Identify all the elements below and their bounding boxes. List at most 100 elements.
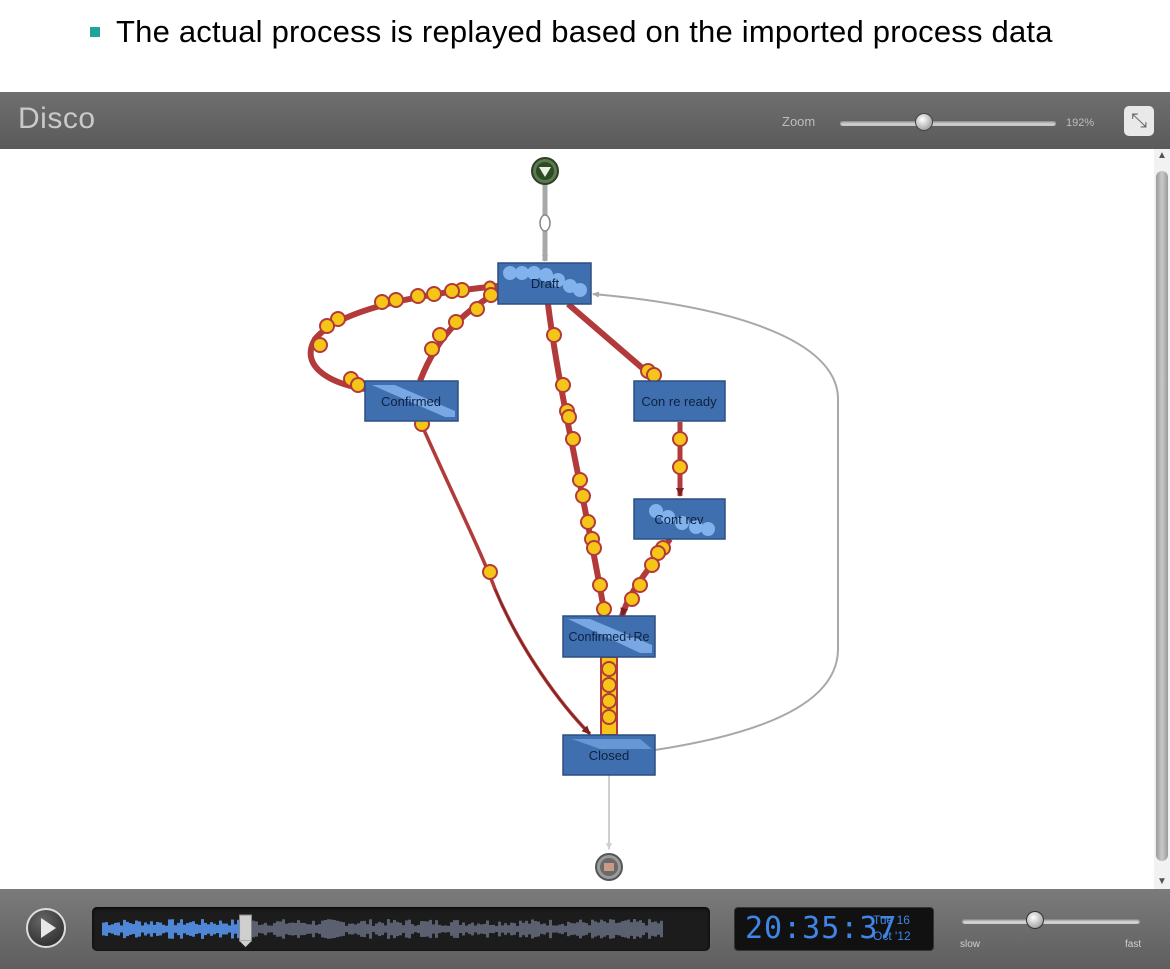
waveform-bar (381, 922, 384, 936)
zoom-value: 192% (1066, 117, 1095, 129)
zoom-slider[interactable] (840, 121, 1056, 126)
waveform-bar (585, 923, 588, 935)
waveform-bar (657, 923, 660, 935)
edge-draft-confirmed-inner (417, 287, 502, 383)
waveform-bar (207, 924, 210, 934)
waveform-bar (210, 922, 213, 936)
waveform-bar (387, 919, 390, 939)
waveform-bar (516, 925, 519, 933)
scroll-up-icon[interactable]: ▲ (1157, 150, 1167, 161)
waveform-bar (450, 922, 453, 936)
waveform-bar (294, 922, 297, 936)
waveform-bar (252, 920, 255, 938)
waveform-bar (177, 922, 180, 936)
caption-text: The actual process is replayed based on … (116, 14, 1053, 49)
waveform-bar (390, 922, 393, 936)
disco-logo: Disco (18, 102, 96, 135)
waveform-bar (288, 922, 291, 936)
waveform-bar (369, 919, 372, 939)
waveform-bar (603, 921, 606, 937)
waveform-bar (126, 921, 129, 937)
clock-month: Oct '12 (873, 929, 911, 943)
waveform-bar (399, 922, 402, 936)
process-map-canvas[interactable]: Draft Confirmed Con re ready Cont rev (0, 149, 1154, 889)
zoom-slider-handle[interactable] (915, 113, 933, 131)
clock-day: Tue 16 (873, 913, 910, 927)
waveform-bar (492, 924, 495, 934)
waveform-bar (417, 924, 420, 934)
waveform-bar (186, 923, 189, 935)
waveform-bar (612, 919, 615, 939)
waveform-bar (606, 922, 609, 936)
waveform-bar (303, 922, 306, 936)
waveform-bar (111, 924, 114, 934)
waveform-bar (642, 922, 645, 936)
waveform-bar (615, 923, 618, 935)
waveform-bar (342, 922, 345, 936)
node-draft[interactable]: Draft (497, 262, 592, 305)
waveform-bar (525, 920, 528, 938)
waveform-bar (306, 924, 309, 934)
vertical-scrollbar[interactable]: ▲ ▼ (1154, 149, 1170, 889)
waveform-bar (459, 924, 462, 934)
waveform-bar (216, 924, 219, 934)
waveform-bar (384, 925, 387, 933)
timeline-playhead[interactable] (239, 914, 253, 947)
edge-closed-draft (592, 291, 839, 751)
waveform-bar (468, 924, 471, 934)
node-con-re-ready[interactable]: Con re ready (633, 380, 726, 422)
node-confirmed-re[interactable]: Confirmed+Re (562, 615, 656, 658)
edge-start-draft (539, 183, 551, 262)
replay-timeline[interactable] (92, 907, 710, 951)
waveform-bar (507, 925, 510, 933)
waveform-bar (171, 919, 174, 939)
waveform-bar (453, 920, 456, 938)
scrollbar-thumb[interactable] (1156, 171, 1168, 861)
waveform-bar (630, 922, 633, 936)
speed-slider[interactable] (962, 919, 1140, 924)
node-closed[interactable]: Closed (562, 734, 656, 776)
play-icon[interactable] (26, 908, 66, 948)
waveform-bar (582, 922, 585, 936)
waveform-bar (510, 922, 513, 936)
waveform-bar (546, 925, 549, 933)
waveform-bar (636, 921, 639, 937)
speed-slider-handle[interactable] (1026, 911, 1044, 929)
waveform-bar (198, 924, 201, 934)
bullet-square-icon (90, 27, 100, 37)
waveform-bar (528, 923, 531, 935)
waveform-bar (273, 923, 276, 935)
waveform-bar (234, 924, 237, 934)
waveform-bar (567, 921, 570, 937)
waveform-bar (366, 924, 369, 934)
collapse-arrows-icon[interactable]: ⤡ (1124, 106, 1154, 136)
waveform-bar (660, 920, 663, 938)
waveform-bar (420, 921, 423, 937)
waveform-bar (324, 919, 327, 939)
waveform-bar (654, 921, 657, 937)
waveform-bar (444, 925, 447, 933)
waveform-bar (576, 922, 579, 936)
node-confirmed[interactable]: Confirmed (364, 380, 459, 422)
waveform-bar (522, 922, 525, 936)
waveform-bar (477, 923, 480, 935)
waveform-bar (351, 923, 354, 935)
scroll-down-icon[interactable]: ▼ (1157, 876, 1167, 887)
waveform-bar (321, 920, 324, 938)
end-square-icon (595, 853, 623, 881)
waveform-bar (237, 919, 240, 939)
waveform-bar (483, 923, 486, 935)
replay-clock: 20:35:37 Tue 16 Oct '12 (734, 907, 934, 951)
waveform-bar (354, 924, 357, 934)
waveform-bar (621, 921, 624, 937)
waveform-bar (651, 922, 654, 936)
node-cont-rev[interactable]: Cont rev (633, 498, 726, 540)
waveform-bar (255, 921, 258, 937)
start-triangle-icon (531, 157, 559, 185)
waveform-bar (141, 925, 144, 933)
waveform-bar (372, 925, 375, 933)
waveform-bar (114, 922, 117, 936)
waveform-bar (159, 922, 162, 936)
waveform-bar (624, 920, 627, 938)
replay-controls: 20:35:37 Tue 16 Oct '12 slow fast (0, 889, 1170, 969)
